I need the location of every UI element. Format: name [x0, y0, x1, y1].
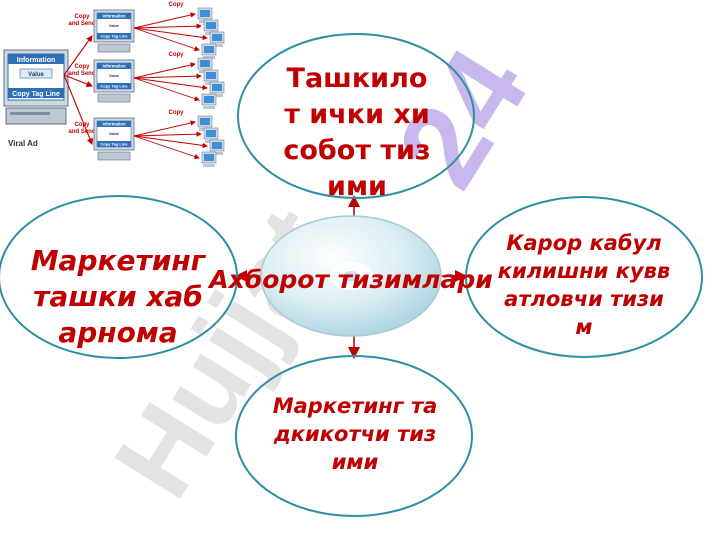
leaf-label-copy: Copy	[169, 52, 185, 58]
hub-title: Information	[102, 64, 125, 69]
node-top-label: Ташкилот ички хисобот тизими	[283, 63, 431, 202]
hub-footer: Copy Tag Line	[100, 142, 128, 147]
center-node	[260, 215, 442, 337]
hub-to-leaf-arrow	[133, 23, 202, 29]
leaf-computer-icon	[209, 31, 225, 47]
source-footer: Copy Tag Line	[12, 91, 60, 98]
leaf-computer-icon	[201, 43, 217, 59]
hub-title: Information	[102, 14, 125, 19]
link-label-copy: Copy	[75, 14, 91, 20]
hub-to-leaf-arrow	[133, 131, 202, 137]
hub-to-leaf-arrow	[133, 12, 196, 29]
connectors	[235, 195, 467, 359]
source-field: Value	[28, 72, 44, 78]
link-label-copy: Copy	[75, 64, 91, 70]
link-label-and-send: and Send	[68, 71, 95, 77]
source-to-hub-arrow	[63, 74, 93, 146]
hub-to-leaf-arrow	[133, 77, 208, 91]
source-title: Information	[17, 57, 56, 64]
hub-to-leaf-arrow	[133, 27, 208, 41]
center-label: Ахборот тизимлари	[209, 265, 493, 294]
node-top-ellipse	[237, 33, 475, 199]
node-left-ellipse	[0, 195, 238, 359]
hub-field: Value	[109, 74, 119, 78]
source-to-hub-arrow	[63, 74, 94, 88]
hub-to-leaf-arrow	[133, 135, 200, 160]
hub-to-leaf-arrow	[133, 27, 200, 52]
link-label-and-send: and Send	[68, 129, 95, 135]
hub-title: Information	[102, 122, 125, 127]
leaf-computer-icon	[201, 93, 217, 109]
hub-to-leaf-arrow	[133, 77, 200, 102]
link-label-and-send: and Send	[68, 21, 95, 27]
source-caption: Viral Ad	[8, 139, 38, 148]
hub-to-leaf-arrow	[133, 62, 196, 79]
leaf-label-copy: Copy	[169, 110, 185, 116]
node-bottom-ellipse	[235, 355, 473, 517]
source-to-hub-arrow	[63, 35, 93, 76]
link-label-copy: Copy	[75, 122, 91, 128]
leaf-computer-icon	[201, 151, 217, 167]
hub-footer: Copy Tag Line	[100, 84, 128, 89]
hub-to-leaf-arrow	[133, 120, 196, 137]
node-left-label: Маркетинг ташки хабарнома	[30, 244, 206, 349]
hub-footer: Copy Tag Line	[100, 34, 128, 39]
leaf-computer-icon	[209, 139, 225, 155]
hub-field: Value	[109, 24, 119, 28]
node-bottom-label: Маркетинг тадкикотчи тизими	[272, 394, 438, 474]
hub-to-leaf-arrow	[133, 73, 202, 79]
hub-to-leaf-arrow	[133, 135, 208, 149]
leaf-computer-icon	[209, 81, 225, 97]
node-right-ellipse	[465, 196, 703, 358]
node-right-label: Карор кабул килишни кувватловчи тизим	[497, 231, 671, 339]
leaf-label-copy: Copy	[169, 2, 185, 8]
hub-field: Value	[109, 132, 119, 136]
